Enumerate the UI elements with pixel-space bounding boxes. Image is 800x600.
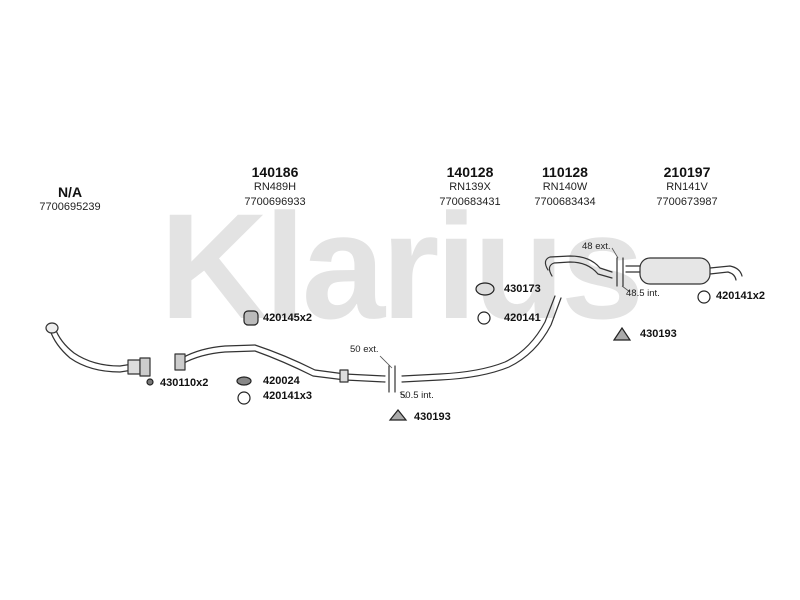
fitting-label: 430193 — [640, 328, 677, 340]
oem-number: 7700673987 — [656, 196, 718, 208]
part-ref: RN140W — [542, 181, 588, 193]
oem-number: 7700695239 — [39, 201, 101, 213]
clamp-icon — [697, 290, 711, 304]
part-number: 140128 — [446, 164, 494, 180]
fitting-label: 430110x2 — [160, 377, 209, 389]
clamp-icon — [237, 391, 251, 405]
pipe-140128 — [401, 295, 556, 377]
part-number: N/A — [57, 184, 83, 200]
fitting-label: 420141 — [504, 312, 541, 324]
pipe-110128 — [544, 255, 613, 273]
fitting-label: 430193 — [414, 411, 451, 423]
part-number: 110128 — [542, 164, 588, 180]
oem-number: 7700683431 — [439, 196, 501, 208]
intermediate-pipe-140186 — [181, 344, 386, 377]
part-ref: RN489H — [253, 181, 297, 193]
part-header-140128: 140128 RN139X 7700683431 — [420, 164, 520, 210]
watermark-text: Klarius — [160, 182, 641, 350]
part-number: 210197 — [663, 164, 711, 180]
gasket-ring-icon — [475, 282, 495, 296]
part-header-210197: 210197 RN141V 7700673987 — [637, 164, 737, 210]
part-ref: RN141V — [666, 181, 708, 193]
fitting-label: 420141x2 — [716, 290, 765, 302]
part-header-140186: 140186 RN489H 7700696933 — [225, 164, 325, 210]
downpipe-joint — [127, 359, 141, 375]
dimension-label: 50 ext. — [350, 344, 379, 355]
bracket-icon — [612, 326, 632, 341]
dimension-label: 48.5 int. — [626, 288, 660, 299]
fitting-label: 430173 — [504, 283, 541, 295]
rubber-mount-icon — [243, 310, 259, 326]
oem-number: 7700683434 — [534, 196, 596, 208]
bracket-icon — [388, 409, 408, 421]
downpipe-flange — [45, 322, 59, 334]
rear-silencer-box — [639, 257, 711, 285]
part-ref: RN139X — [449, 181, 491, 193]
fitting-label: 420141x3 — [263, 390, 312, 402]
dimension-label: 50.5 int. — [400, 390, 434, 401]
front-downpipe — [49, 329, 146, 373]
gasket-icon — [146, 378, 154, 386]
tailpipe — [709, 265, 743, 277]
part-header-110128: 110128 RN140W 7700683434 — [515, 164, 615, 210]
dimension-label: 48 ext. — [582, 241, 611, 252]
part-header-na: N/A 7700695239 — [25, 184, 115, 215]
part-number: 140186 — [251, 164, 299, 180]
fitting-label: 420024 — [263, 375, 300, 387]
fitting-label: 420145x2 — [263, 312, 312, 324]
intermediate-flange — [174, 353, 186, 371]
bolt-icon — [236, 376, 252, 386]
clamp-icon — [477, 311, 491, 325]
oem-number: 7700696933 — [244, 196, 306, 208]
